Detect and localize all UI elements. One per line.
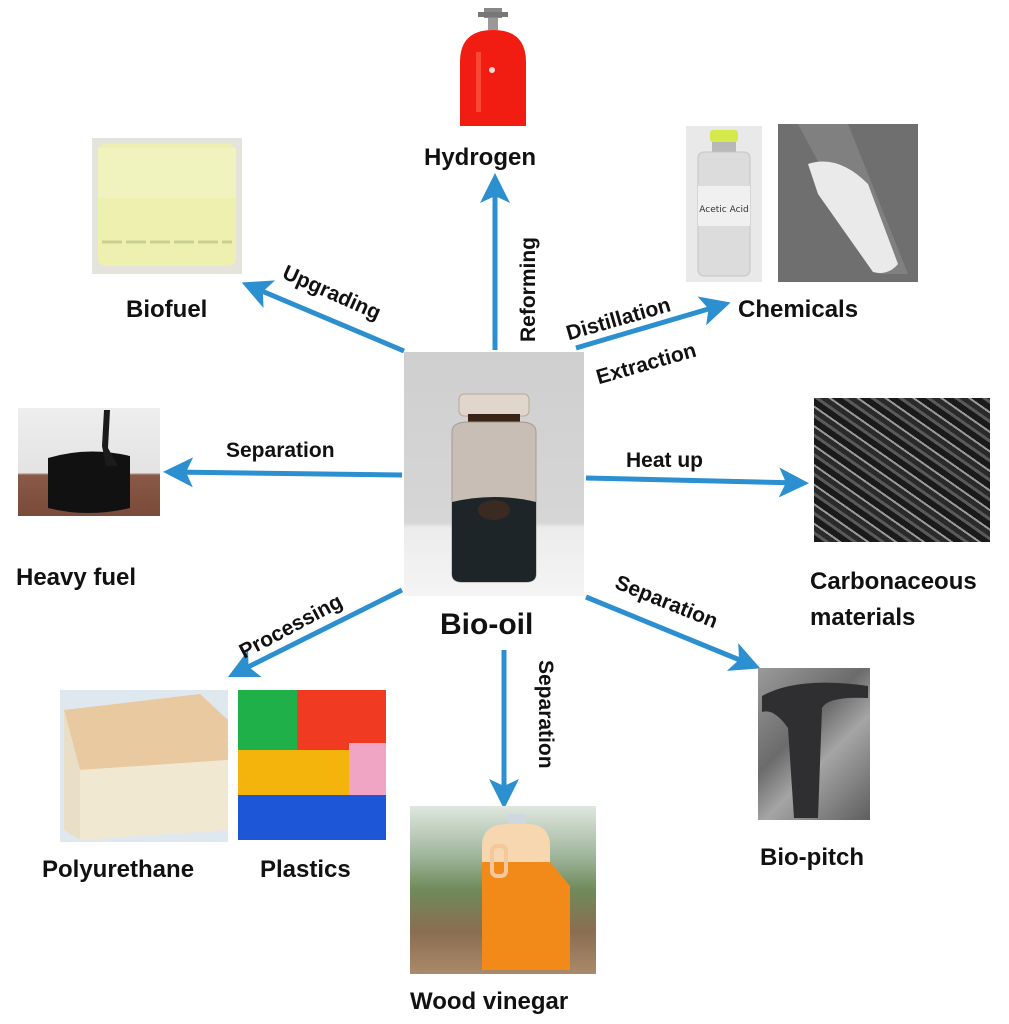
product-label-materials: materials (810, 604, 916, 631)
orange-jug-icon (482, 814, 570, 970)
bio-oil-photo (404, 352, 584, 596)
product-label-hydrogen: Hydrogen (424, 144, 537, 171)
product-label-carbonaceous: Carbonaceous (810, 568, 977, 595)
yellow-beaker-icon (98, 144, 236, 266)
black-oil-beaker-icon (48, 410, 130, 513)
crystals-photo (778, 124, 918, 282)
process-label-separation-heavy-fuel: Separation (226, 439, 335, 462)
vial-icon: Acetic Acid (697, 130, 751, 277)
process-label-separation-wood-vinegar: Separation (534, 660, 557, 769)
arrow-to-bio-pitch (585, 594, 761, 671)
product-label-plastics: Plastics (260, 856, 351, 883)
process-label-reforming: Reforming (517, 237, 540, 342)
carbon-micrograph-photo (814, 398, 990, 542)
arrow-to-biofuel (241, 280, 405, 354)
product-label-heavy-fuel: Heavy fuel (16, 564, 137, 591)
product-label-biofuel: Biofuel (126, 296, 208, 323)
arrow-to-chemicals (575, 296, 731, 351)
foam-block-icon (64, 694, 228, 840)
test-tube-crystals-icon (798, 124, 908, 274)
arrow-to-carbonaceous (585, 467, 809, 498)
arrow-to-polyurethane (227, 587, 404, 678)
vial-label: Acetic Acid (699, 205, 748, 215)
biofuel-photo (92, 138, 242, 274)
hydrogen-photo (448, 2, 538, 128)
gas-cylinder-icon (460, 8, 526, 126)
center-label-bio-oil: Bio-oil (440, 608, 534, 641)
bio-pitch-photo (758, 668, 870, 820)
product-label-bio-pitch: Bio-pitch (760, 844, 864, 871)
bio-oil-jar-icon (451, 393, 537, 583)
product-label-chemicals: Chemicals (738, 296, 859, 323)
product-label-polyurethane: Polyurethane (42, 856, 195, 883)
product-label-wood-vinegar: Wood vinegar (410, 988, 569, 1015)
heavy-fuel-photo (18, 408, 160, 516)
arrow-to-heavy-fuel (163, 457, 403, 488)
polyurethane-photo (60, 690, 228, 842)
plastics-photo (238, 690, 386, 840)
acetic-acid-photo: Acetic Acid (686, 126, 762, 282)
pitch-blob-icon (762, 682, 868, 818)
process-label-heat-up: Heat up (626, 449, 704, 472)
wood-vinegar-photo (410, 806, 596, 974)
